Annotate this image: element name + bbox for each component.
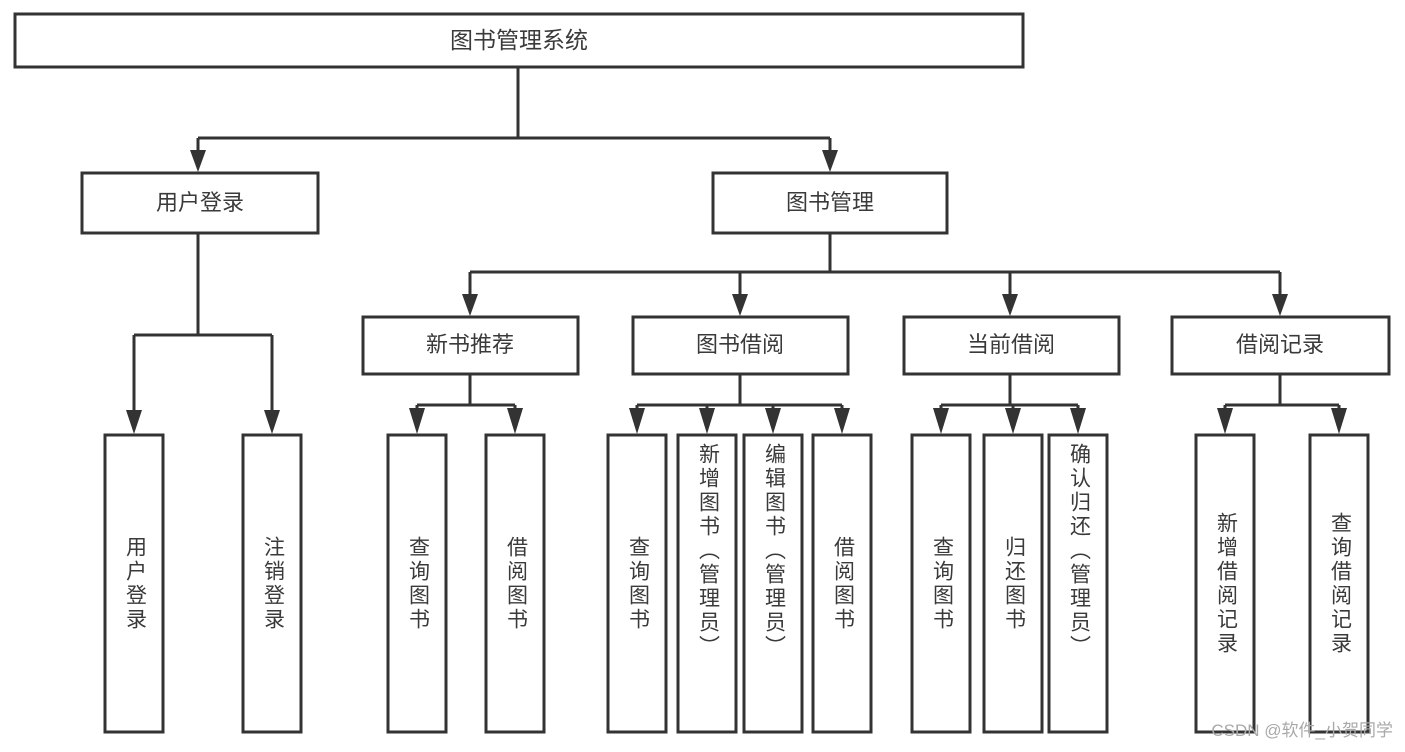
node-label-root: 图书管理系统 (450, 27, 588, 53)
arrow-head-cb-leaf-return-book (1005, 408, 1021, 434)
node-root-book-management-system[interactable]: 图书管理系统 (13, 12, 1025, 69)
arrow-head-borrow-record (1272, 294, 1288, 316)
node-label-borrow-record: 借阅记录 (1236, 332, 1324, 357)
node-label-book-borrow: 图书借阅 (696, 332, 784, 357)
arrow-head-bb-leaf-borrow-book (834, 408, 850, 434)
leaf-node-cb-confirm-return[interactable] (1047, 433, 1109, 734)
leaf-node-nb-query-book[interactable] (386, 433, 448, 734)
leaf-node-user-login[interactable] (103, 433, 165, 734)
leaf-box-br-add-record (1194, 433, 1256, 734)
leaf-box-user-login (103, 433, 165, 734)
leaf-node-br-add-record[interactable] (1194, 433, 1256, 734)
leaf-node-bb-borrow-book[interactable] (811, 433, 873, 734)
arrow-head-leaf-logout-login (264, 410, 280, 434)
leaf-box-br-query-record (1308, 433, 1370, 734)
connector-new-book-to-leaves (409, 375, 523, 434)
arrow-head-bb-leaf-edit-book (765, 408, 781, 434)
node-box-book-borrow (631, 315, 850, 376)
node-box-new-book-recommend (361, 315, 580, 376)
node-user-login[interactable]: 用户登录 (80, 171, 320, 235)
leaf-box-bb-add-book (676, 433, 738, 734)
leaf-node-bb-query-book[interactable] (606, 433, 668, 734)
arrow-head-br-leaf-query-record (1331, 408, 1347, 434)
arrow-head-new-book-recommend (462, 294, 478, 316)
node-box-borrow-record (1170, 315, 1391, 376)
leaf-node-bb-add-book[interactable] (676, 433, 738, 734)
node-label-user-login: 用户登录 (156, 190, 244, 215)
arrow-head-book-manage (822, 150, 838, 172)
leaf-box-cb-return-book (982, 433, 1044, 734)
leaf-node-br-query-record[interactable] (1308, 433, 1370, 734)
arrow-head-user-login (190, 150, 206, 172)
node-box-user-login (80, 171, 320, 235)
node-book-management[interactable]: 图书管理 (711, 171, 949, 235)
leaf-box-cb-confirm-return (1047, 433, 1109, 734)
leaf-node-cb-return-book[interactable] (982, 433, 1044, 734)
arrow-head-bb-leaf-add-book (699, 408, 715, 434)
node-label-new-book-recommend: 新书推荐 (426, 332, 514, 357)
connector-user-login-to-leaves (126, 233, 280, 434)
arrow-head-nb-leaf-borrow-book (507, 408, 523, 434)
arrow-head-bb-leaf-query-book (629, 408, 645, 434)
connector-book-manage-to-level3 (462, 233, 1288, 316)
leaf-node-bb-edit-book[interactable] (742, 433, 804, 734)
arrow-head-nb-leaf-query-book (409, 408, 425, 434)
arrow-head-leaf-user-login (126, 410, 142, 434)
leaf-box-logout-login (241, 433, 303, 734)
connector-book-borrow-to-leaves (629, 375, 850, 434)
leaf-box-bb-edit-book (742, 433, 804, 734)
node-new-book-recommend[interactable]: 新书推荐 (361, 315, 580, 376)
node-borrow-record[interactable]: 借阅记录 (1170, 315, 1391, 376)
leaf-node-nb-borrow-book[interactable] (484, 433, 546, 734)
node-box-root (13, 12, 1025, 69)
leaf-box-bb-query-book (606, 433, 668, 734)
leaf-box-nb-borrow-book (484, 433, 546, 734)
node-label-book-management: 图书管理 (786, 190, 874, 215)
arrow-head-book-borrow (732, 294, 748, 316)
node-book-borrow[interactable]: 图书借阅 (631, 315, 850, 376)
leaf-box-nb-query-book (386, 433, 448, 734)
node-current-borrow[interactable]: 当前借阅 (902, 315, 1121, 376)
leaf-node-logout-login[interactable] (241, 433, 303, 734)
connector-current-borrow-to-leaves (933, 375, 1086, 434)
arrow-head-cb-leaf-query-book (933, 408, 949, 434)
node-box-book-management (711, 171, 949, 235)
leaf-node-cb-query-book[interactable] (910, 433, 972, 734)
node-box-current-borrow (902, 315, 1121, 376)
leaf-box-cb-query-book (910, 433, 972, 734)
connector-borrow-record-to-leaves (1217, 375, 1347, 434)
arrow-head-cb-leaf-confirm-return (1070, 408, 1086, 434)
arrow-head-br-leaf-add-record (1217, 408, 1233, 434)
connector-root-to-level2 (190, 67, 838, 172)
arrow-head-current-borrow (1002, 294, 1018, 316)
node-label-current-borrow: 当前借阅 (967, 332, 1055, 357)
leaf-box-bb-borrow-book (811, 433, 873, 734)
